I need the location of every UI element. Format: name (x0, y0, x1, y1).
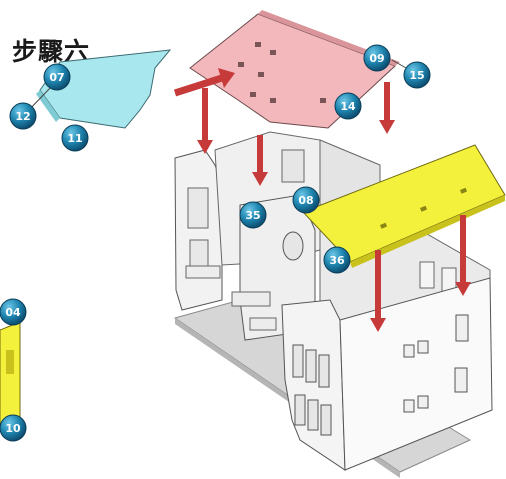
side-window-5 (417, 395, 429, 409)
middle-window (281, 149, 305, 183)
roof-slot (270, 98, 276, 103)
svg-text:11: 11 (67, 132, 82, 145)
front-window-5 (307, 399, 319, 431)
part-badge-09: 09 (363, 44, 391, 72)
svg-text:15: 15 (409, 69, 424, 82)
roof-slot (258, 72, 264, 77)
roof-slot (270, 50, 276, 55)
svg-text:04: 04 (5, 306, 21, 319)
side-window-4 (403, 399, 415, 413)
back-window-1 (419, 261, 435, 289)
roof-slot (238, 62, 244, 67)
roof-slot (460, 187, 468, 194)
cyan-panel-edge (36, 90, 60, 122)
svg-text:36: 36 (329, 254, 345, 267)
arrow-down-5 (455, 215, 471, 296)
front-window-3 (318, 354, 330, 388)
part-badge-08: 08 (292, 186, 320, 214)
left-balcony (185, 265, 221, 279)
svg-text:14: 14 (340, 100, 356, 113)
svg-text:12: 12 (15, 110, 30, 123)
part-badge-14: 14 (334, 92, 362, 120)
left-facade (174, 149, 223, 311)
side-window-1 (403, 344, 415, 358)
side-window-2 (417, 340, 429, 354)
yellow-roof-edge (350, 195, 505, 268)
inner-balcony-1 (231, 291, 271, 307)
round-window (282, 231, 304, 261)
yellow-piece-window (6, 350, 14, 374)
front-facade (281, 299, 346, 471)
part-badge-12: 12 (9, 102, 37, 130)
svg-text:07: 07 (49, 71, 64, 84)
part-badge-11: 11 (61, 124, 89, 152)
svg-text:09: 09 (369, 52, 384, 65)
roof-slot (255, 42, 261, 47)
side-window-3 (455, 314, 469, 342)
arrow-down-1 (197, 88, 213, 154)
arrow-down-3 (379, 82, 395, 134)
front-window-1 (292, 344, 304, 378)
front-window-4 (294, 394, 306, 426)
roof-slot (250, 92, 256, 97)
part-badge-36: 36 (323, 246, 351, 274)
part-badge-35: 35 (239, 201, 267, 229)
front-window-6 (320, 404, 332, 436)
yellow-side-piece (0, 321, 21, 431)
part-badge-07: 07 (43, 63, 71, 91)
front-window-2 (305, 349, 317, 383)
roof-slot (420, 205, 428, 212)
left-window-lower (189, 239, 209, 267)
roof-slot (320, 98, 326, 103)
pink-roof-edge (258, 10, 400, 66)
roof-slot (380, 222, 388, 229)
arrow-pink-diagonal (173, 68, 235, 97)
part-badge-10: 10 (0, 414, 27, 442)
svg-text:10: 10 (5, 422, 21, 435)
svg-text:35: 35 (245, 209, 260, 222)
left-window-upper (187, 187, 209, 229)
arrow-down-2 (252, 135, 268, 186)
side-window-6 (454, 367, 468, 393)
cyan-side-panel (39, 49, 172, 129)
arrow-down-4 (370, 250, 386, 332)
part-badge-15: 15 (403, 61, 431, 89)
svg-text:08: 08 (298, 194, 313, 207)
inner-balcony-2 (249, 317, 277, 331)
part-badge-04: 04 (0, 298, 27, 326)
